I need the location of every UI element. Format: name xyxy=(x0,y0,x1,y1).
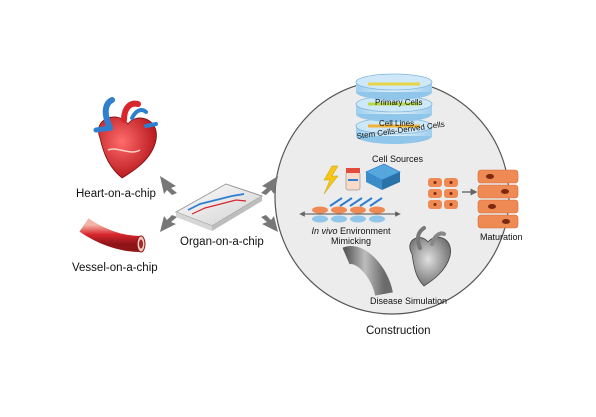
vessel-icon xyxy=(79,218,146,253)
heart-on-a-chip-label: Heart-on-a-chip xyxy=(76,188,156,200)
cell-lines-label: Cell Lines xyxy=(379,119,415,128)
maturation-cells xyxy=(428,169,519,229)
arrow-icon xyxy=(160,176,278,232)
heart-icon xyxy=(93,97,158,179)
chip-icon xyxy=(174,183,264,231)
cell-icon xyxy=(299,197,401,223)
maturation-label: Maturation xyxy=(480,232,523,242)
petri-dish-icon xyxy=(355,73,433,144)
organ-on-a-chip-label: Organ-on-a-chip xyxy=(180,236,264,248)
disease-simulation-label: Disease Simulation xyxy=(370,296,448,306)
in-vivo-text: In vivo xyxy=(311,226,338,236)
primary-cells-label: Primary Cells xyxy=(375,98,423,107)
environment-label: In vivo Environment Mimicking xyxy=(306,226,396,246)
heart-gray-icon xyxy=(342,226,451,297)
construction-title: Construction xyxy=(366,325,431,337)
lightning-icon xyxy=(323,165,339,195)
mimicking-text: Mimicking xyxy=(330,236,371,246)
scaffold-icon xyxy=(365,163,401,190)
environment-text: Environment xyxy=(337,226,391,236)
tube-icon xyxy=(345,168,361,191)
vessel-on-a-chip-label: Vessel-on-a-chip xyxy=(72,262,158,274)
cell-sources-title: Cell Sources xyxy=(372,154,424,164)
